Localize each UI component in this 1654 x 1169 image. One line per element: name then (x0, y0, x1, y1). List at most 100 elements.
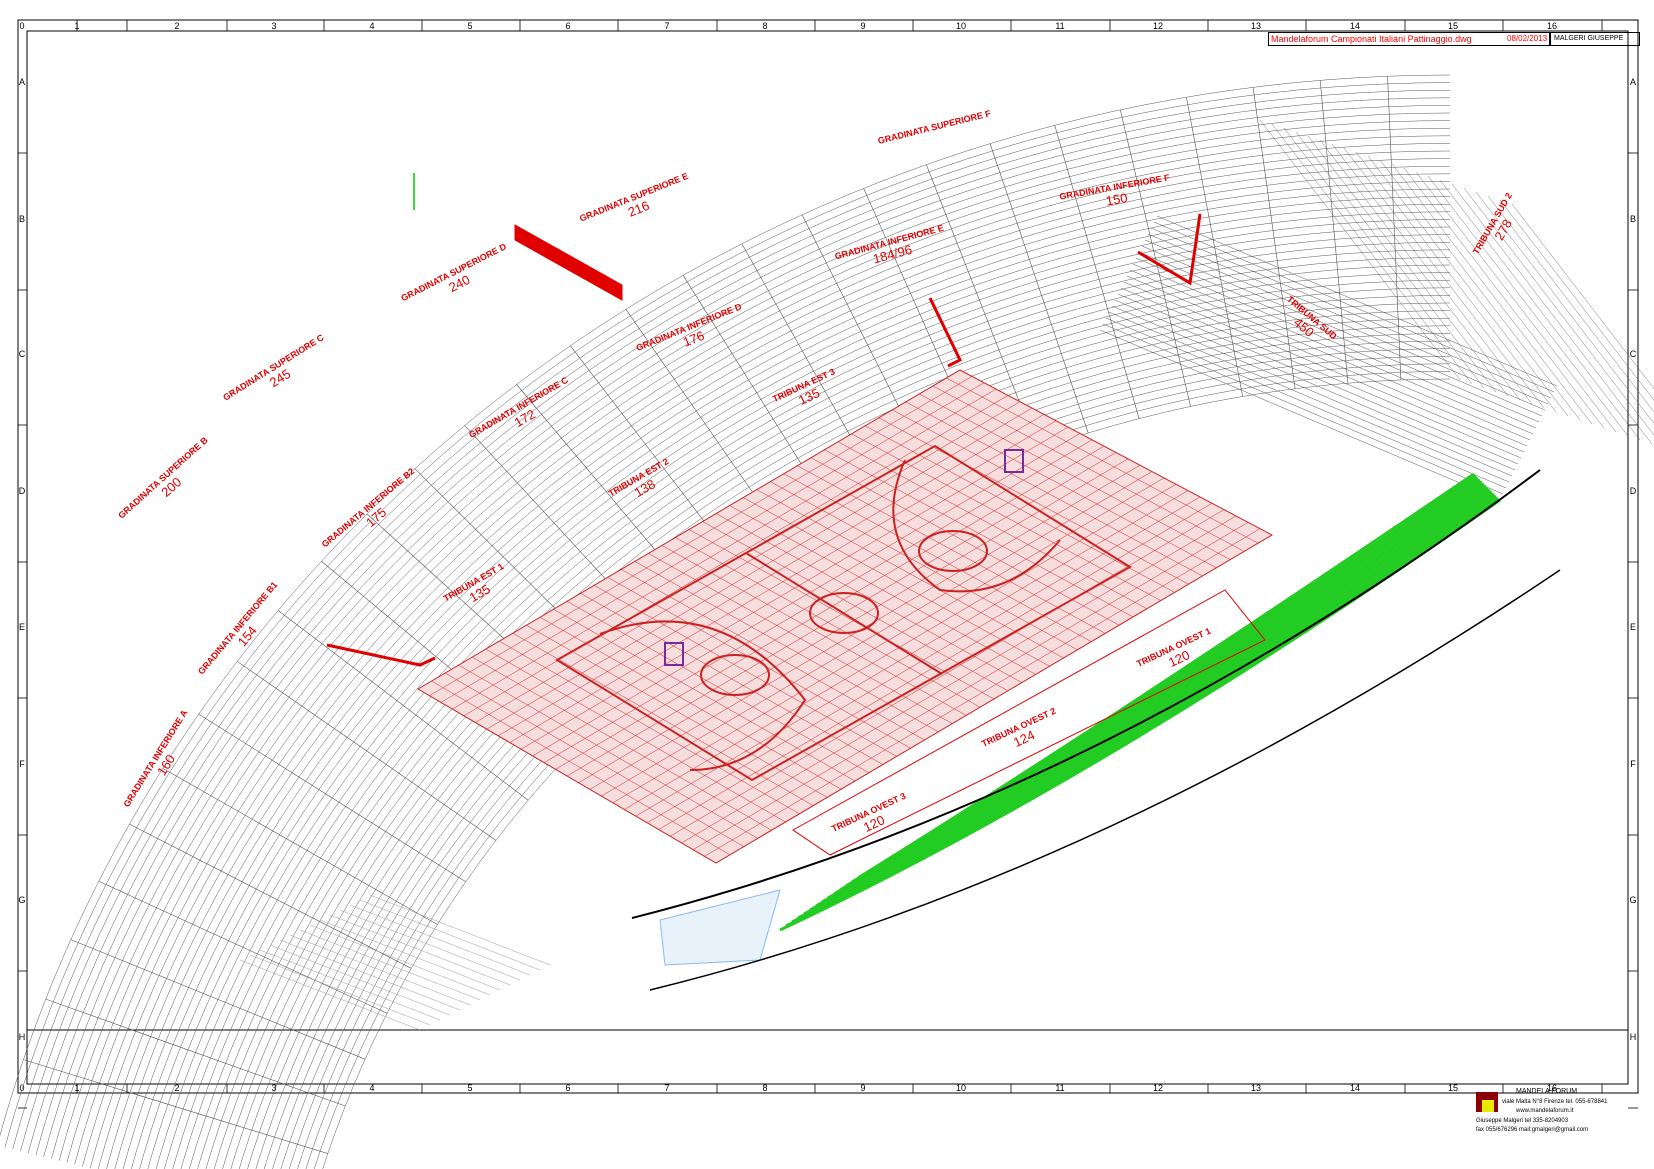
stand-row (89, 165, 1451, 1169)
stand-aisle (237, 661, 497, 841)
free-throw-circle (700, 654, 770, 696)
three-point-arc (892, 459, 1061, 593)
stand-row (1415, 171, 1617, 433)
column-marker: 12 (1153, 1083, 1163, 1093)
court-grid (670, 509, 1225, 837)
stand-aisle (162, 768, 438, 925)
column-marker: 16 (1547, 21, 1557, 31)
venue-address: viale Malta N°8 Firenze tel. 055-678841 (1502, 1099, 1608, 1105)
stand-aisle (277, 610, 529, 801)
column-marker: 0 (19, 1083, 24, 1093)
stand-row (1511, 203, 1654, 389)
column-marker: 15 (1448, 1083, 1458, 1093)
column-marker: 8 (762, 21, 767, 31)
stand-row (66, 143, 1451, 1163)
stand-aisle (1252, 87, 1296, 389)
column-marker: 5 (467, 1083, 472, 1093)
section-name: GRADINATA INFERIORE B2 (320, 466, 417, 549)
stand-row (1463, 187, 1654, 436)
stand-row (1156, 215, 1558, 387)
stand-aisle (1054, 125, 1140, 419)
column-marker: 1 (74, 1083, 79, 1093)
row-marker: A (1630, 77, 1636, 87)
row-marker: C (19, 349, 26, 359)
backboard (1004, 449, 1024, 473)
column-marker: 4 (369, 1083, 374, 1093)
column-marker: 8 (762, 1083, 767, 1093)
green-seat-row (857, 472, 1475, 880)
column-marker: 3 (271, 21, 276, 31)
corridor-line (299, 929, 481, 1001)
section-name: TRIBUNA SUD (1285, 294, 1339, 342)
column-marker: 10 (956, 21, 966, 31)
stand-aisle (1387, 76, 1402, 380)
court-boundary (555, 444, 1132, 782)
stand-row (1403, 167, 1605, 429)
court-grid (463, 395, 1009, 716)
court-grid (658, 503, 1213, 830)
row-marker: E (1630, 622, 1636, 632)
stand-row (1144, 239, 1546, 411)
corridor-line (339, 909, 521, 981)
column-marker: 9 (860, 21, 865, 31)
venue-name: MANDELA FORUM (1516, 1088, 1578, 1095)
stand-row (1331, 143, 1533, 405)
contact-line-2: fax 055/676296 mail:gmalgeri@gmail.com (1476, 1127, 1589, 1133)
court-grid (692, 522, 1249, 850)
stand-row (1111, 305, 1513, 477)
stand-row (1319, 139, 1521, 401)
red-barrier (1137, 213, 1202, 286)
stand-row (1307, 135, 1509, 397)
stand-row (1141, 245, 1543, 417)
free-throw-circle (918, 530, 988, 572)
stand-row (172, 241, 1451, 1169)
row-marker: D (19, 486, 26, 496)
stand-row (189, 257, 1451, 1169)
stand-row (114, 188, 1451, 1169)
stand-aisle (45, 998, 346, 1107)
author-name: MALGERI GIUSEPPE (1550, 32, 1640, 46)
corridor-line (249, 954, 431, 1026)
halfway-line (745, 552, 943, 675)
stand-aisle (1119, 109, 1191, 407)
row-marker: G (18, 895, 25, 905)
court-grid (521, 426, 1069, 750)
stand-row (1451, 183, 1653, 445)
stand-row (1129, 269, 1531, 441)
drawing-date: 08/02/2013 (1507, 34, 1548, 43)
corridor-line (259, 949, 441, 1021)
outer-border (17, 19, 1639, 1094)
section-name: GRADINATA SUPERIORE F (877, 108, 992, 146)
section-label: GRADINATA SUPERIORE F (877, 108, 992, 146)
row-marker: B (1630, 214, 1636, 224)
section-name: GRADINATA SUPERIORE B (116, 435, 210, 521)
corridor-line (309, 924, 491, 996)
column-marker: 6 (565, 1083, 570, 1093)
stand-row (1295, 131, 1497, 393)
stand-row (43, 120, 1451, 1158)
stand-row (1147, 233, 1549, 405)
column-marker: 5 (467, 21, 472, 31)
court-grid (715, 534, 1273, 864)
corridor-line (289, 934, 471, 1006)
stand-aisle (1186, 97, 1243, 397)
corridor-line (319, 919, 501, 991)
column-marker: 3 (271, 1083, 276, 1093)
row-marker: C (1630, 349, 1637, 359)
column-marker: 14 (1350, 21, 1360, 31)
column-marker: 9 (860, 1083, 865, 1093)
stand-row (1123, 281, 1525, 453)
stand-row (1105, 317, 1507, 489)
centre-circle (809, 592, 879, 634)
row-marker: F (1630, 759, 1636, 769)
grey-stands (0, 74, 1654, 1169)
file-title: Mandelaforum Campionati Italiani Pattina… (1271, 34, 1472, 44)
court-grid (429, 376, 973, 696)
stand-row (1153, 221, 1555, 393)
